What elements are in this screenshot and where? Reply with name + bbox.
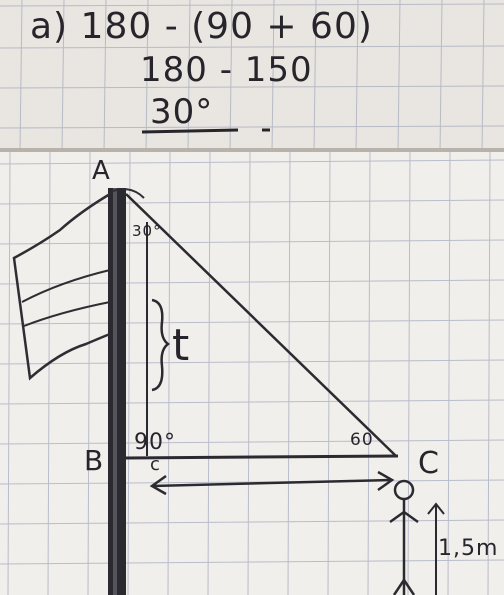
vertex-a-label: A: [92, 156, 111, 186]
angle-c-label: 60: [350, 430, 374, 450]
calc-line-1: a) 180 - (90 + 60): [30, 6, 373, 47]
triangle-diagram: [0, 152, 504, 595]
person-height-label: 1,5m: [438, 536, 499, 561]
angle-a-label: 30°: [132, 222, 162, 240]
vertex-c-label: C: [418, 446, 440, 481]
brace-t: [151, 298, 171, 392]
side-c-label: c: [150, 454, 161, 475]
calc-line-2: 180 - 150: [140, 50, 313, 90]
calculation-photo: a) 180 - (90 + 60) 180 - 150 30°: [0, 0, 504, 152]
side-t-label: t: [172, 320, 191, 371]
side-bc: [125, 454, 399, 460]
person-figure: [389, 479, 419, 595]
arrow-c: [151, 478, 391, 488]
grid-paper-bottom: [0, 152, 504, 595]
grid-paper-top: [0, 0, 504, 152]
angle-b-label: 90°: [134, 430, 176, 455]
flag: [12, 192, 111, 381]
vertex-b-label: B: [84, 444, 105, 477]
result-underline: [141, 128, 239, 134]
hypotenuse-ac: [125, 193, 397, 457]
calc-line-3: 30°: [150, 92, 214, 132]
height-arrow: [427, 502, 445, 595]
diagram-photo: A 30° t B 90° 60 C c 1,5m: [0, 152, 504, 595]
